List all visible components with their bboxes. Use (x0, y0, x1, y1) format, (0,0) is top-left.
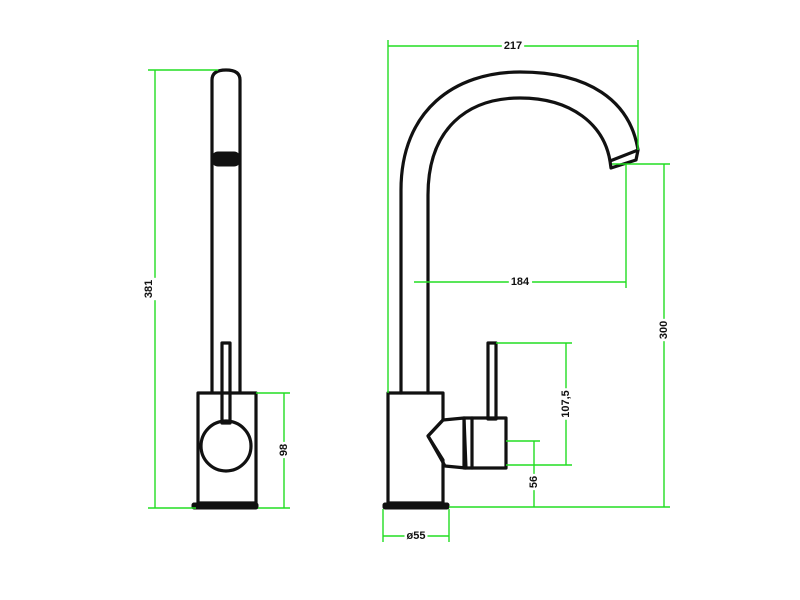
side-spout-tube (210, 68, 242, 394)
label-300: 300 (658, 321, 670, 339)
label-381: 381 (143, 280, 155, 298)
dim-front-handle-height: 107,5 (496, 342, 573, 466)
label-backing (508, 275, 533, 289)
dim-front-total-width: 217 (387, 39, 639, 393)
front-handle-hub (462, 416, 508, 470)
label-107-5: 107,5 (560, 390, 572, 418)
dim-front-base-diameter: ø55 (382, 509, 450, 543)
front-view (382, 70, 640, 510)
side-body (196, 391, 258, 505)
label-backing (501, 39, 525, 53)
front-handle-lever (486, 341, 498, 421)
side-base-plate (191, 502, 259, 510)
dim-front-outlet-height: 300 (449, 163, 671, 508)
side-aerator (211, 151, 241, 167)
label-56: 56 (528, 476, 540, 488)
label-backing (657, 318, 671, 342)
label-217: 217 (504, 40, 522, 52)
label-98: 98 (278, 444, 290, 456)
front-gooseneck-spout (399, 70, 640, 395)
dim-side-body-height: 98 (256, 392, 291, 509)
label-backing (404, 529, 428, 543)
dim-front-spout-reach: 184 (414, 164, 627, 289)
label-backing (142, 277, 156, 301)
dim-side-total-height: 381 (142, 69, 218, 509)
label-o55: ø55 (407, 530, 426, 542)
label-backing (559, 388, 573, 420)
front-base-plate (382, 502, 450, 510)
front-handle-connector (426, 416, 468, 470)
label-backing (527, 473, 541, 491)
label-backing (277, 441, 291, 459)
side-view (191, 68, 259, 510)
dim-front-handle-base: 56 (506, 440, 541, 507)
side-handle-lever (220, 341, 232, 425)
side-handle-knob (199, 419, 253, 473)
label-184: 184 (511, 276, 530, 288)
